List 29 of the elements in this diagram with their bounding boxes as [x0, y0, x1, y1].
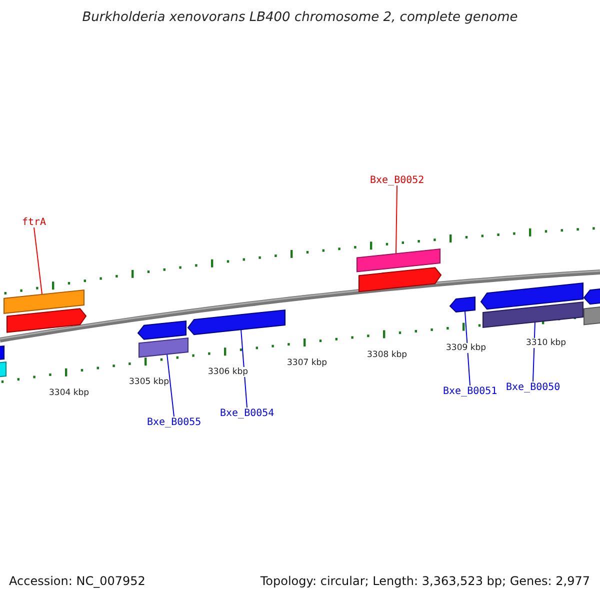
title: Burkholderia xenovorans LB400 chromosome 2, complete genome [81, 10, 519, 25]
gene-label: Bxe_B0050 [506, 382, 560, 392]
gene-block [449, 296, 476, 314]
scale-label: 3307 kbp [287, 358, 328, 368]
leader-line [34, 227, 42, 294]
scale-label: 3305 kbp [129, 377, 170, 387]
gene-label: Bxe_B0054 [220, 408, 274, 418]
gene-block [3, 288, 85, 314]
scale-label: 3310 kbp [526, 338, 566, 348]
gene-label: Bxe_B0052 [370, 174, 424, 186]
leader-line [464, 310, 470, 386]
gene-label: Bxe_B0051 [443, 386, 498, 396]
footer-text: Topology: circular; Length: 3,363,523 bp; Genes: 2,977 [260, 574, 590, 588]
leader-line [240, 328, 248, 408]
gene-block [356, 248, 441, 273]
gene-block [137, 320, 187, 341]
scale-label: 3306 kbp [208, 367, 248, 377]
gene-block [6, 306, 87, 333]
gene-block [358, 266, 442, 293]
gene-label: Bxe_B0055 [147, 416, 202, 428]
footer-text: Accession: NC_007952 [9, 574, 146, 588]
gene-label: ftrA [22, 216, 46, 228]
scale-label: 3309 kbp [446, 343, 486, 353]
gene-block [482, 300, 584, 328]
gene-block [138, 336, 189, 358]
scale-label: 3308 kbp [367, 350, 408, 360]
scale-label: 3304 kbp [49, 388, 90, 398]
leader-line [396, 185, 398, 254]
leader-line [166, 354, 174, 417]
